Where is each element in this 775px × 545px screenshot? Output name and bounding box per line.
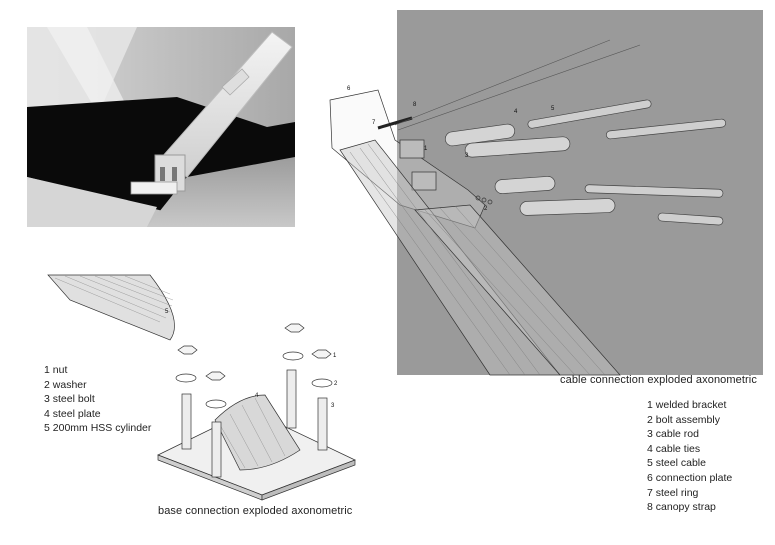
base-connection-drawing	[47, 274, 356, 501]
cable-callouts: 6 7 8 1 3 4 5 2	[347, 86, 555, 212]
cable-callout-3: 3	[465, 153, 469, 159]
cable-callout-1: 1	[424, 146, 428, 152]
base-caption: base connection exploded axonometric	[158, 505, 353, 517]
washers	[175, 351, 333, 409]
canopy-strap-line	[394, 39, 611, 126]
render-view-image	[27, 27, 295, 227]
cable-legend-item: 8 canopy strap	[647, 501, 716, 514]
base-legend: 1 nut 2 washer 3 steel bolt 4 steel plat…	[44, 363, 151, 436]
base-callout-1: 1	[333, 353, 337, 359]
cable-callout-5: 5	[551, 106, 555, 112]
cable-legend-item: 5 steel cable	[647, 457, 706, 470]
steel-cables	[527, 99, 727, 226]
base-callout-4: 4	[255, 393, 259, 399]
hss-cylinder-upper	[339, 139, 561, 376]
base-callout-3: 3	[331, 403, 335, 409]
base-callouts: 5 1 2 3 4	[165, 309, 338, 409]
cable-rods	[444, 123, 616, 216]
canopy-strap-line	[397, 44, 641, 131]
cable-legend-item: 6 connection plate	[647, 471, 733, 484]
base-legend-item: 3 steel bolt	[44, 393, 95, 406]
bolt-assembly	[475, 195, 493, 205]
cable-legend: 1 welded bracket 2 bolt assembly 3 cable…	[647, 398, 732, 515]
nuts	[177, 323, 332, 381]
cable-callout-7: 7	[372, 120, 376, 126]
base-callout-2: 2	[334, 381, 338, 387]
steel-bolts	[181, 369, 328, 478]
base-legend-item: 2 washer	[44, 378, 87, 391]
cable-callout-8: 8	[413, 102, 417, 108]
cable-callout-2: 2	[484, 206, 488, 212]
base-callout-5: 5	[165, 309, 169, 315]
hss-cylinder	[47, 274, 175, 341]
cable-legend-item: 7 steel ring	[647, 486, 699, 499]
cable-legend-item: 2 bolt assembly	[647, 413, 720, 426]
cylinder-stub	[214, 394, 301, 471]
welded-bracket	[399, 139, 425, 159]
cable-legend-item: 3 cable rod	[647, 428, 699, 441]
cable-legend-item: 4 cable ties	[647, 442, 701, 455]
cable-connection-drawing	[329, 39, 727, 376]
base-legend-item: 1 nut	[44, 364, 68, 376]
cable-callout-4: 4	[514, 109, 518, 115]
cable-callout-6: 6	[347, 86, 351, 92]
base-legend-item: 4 steel plate	[44, 407, 101, 420]
welded-bracket	[411, 171, 437, 191]
cable-caption: cable connection exploded axonometric	[560, 374, 757, 386]
base-legend-item: 5 200mm HSS cylinder	[44, 422, 152, 435]
cable-legend-item: 1 welded bracket	[647, 399, 727, 411]
hss-cylinder-lower	[414, 204, 621, 376]
steel-ring	[377, 116, 413, 130]
connection-plate	[329, 89, 486, 229]
